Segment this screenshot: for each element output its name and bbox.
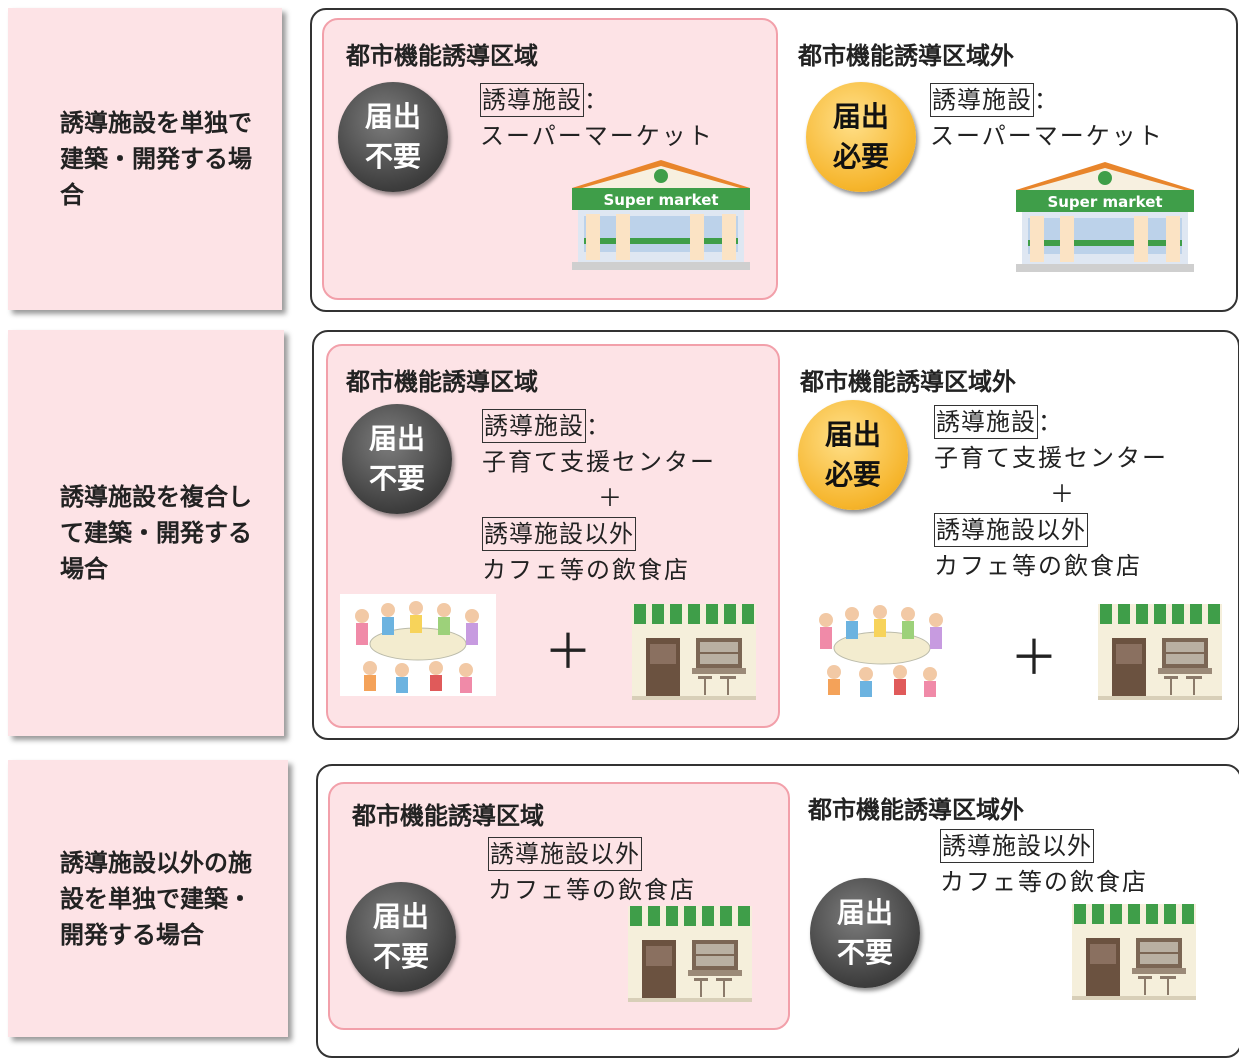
cafe-illustration xyxy=(628,906,752,1002)
row2-inside-text: 誘導施設： 子育て支援センター ＋ 誘導施設以外 カフェ等の飲食店 xyxy=(482,408,716,588)
row3-inside-badge: 届出不要 xyxy=(346,882,456,992)
facility-name: カフェ等の飲食店 xyxy=(488,876,696,904)
facility-name: 子育て支援センター xyxy=(934,444,1168,472)
non-facility-label: 誘導施設以外 xyxy=(482,517,636,551)
supermarket-illustration: Super market xyxy=(572,160,750,270)
facility-name: カフェ等の飲食店 xyxy=(934,552,1142,580)
row1-inside-text: 誘導施設： スーパーマーケット xyxy=(480,82,714,154)
facility-name: 子育て支援センター xyxy=(482,448,716,476)
row1-inside-badge: 届出不要 xyxy=(338,82,448,192)
row3-label: 誘導施設以外の施設を単独で建築・開発する場合 xyxy=(60,848,252,949)
facility-name: カフェ等の飲食店 xyxy=(482,556,690,584)
row2-outside-text: 誘導施設： 子育て支援センター ＋ 誘導施設以外 カフェ等の飲食店 xyxy=(934,404,1168,584)
row3-label-box: 誘導施設以外の施設を単独で建築・開発する場合 xyxy=(8,760,288,1037)
row2-outside-zone-title: 都市機能誘導区域外 xyxy=(800,368,1016,396)
facility-type-label: 誘導施設 xyxy=(930,83,1034,117)
svg-text:Super market: Super market xyxy=(603,191,718,209)
plus-sign: ＋ xyxy=(598,484,624,512)
non-facility-label: 誘導施設以外 xyxy=(940,829,1094,863)
plus-sign: ＋ xyxy=(1050,480,1076,508)
row1-outside-text: 誘導施設： スーパーマーケット xyxy=(930,82,1164,154)
row1-label-box: 誘導施設を単独で建築・開発する場合 xyxy=(8,8,282,310)
svg-text:Super market: Super market xyxy=(1047,193,1162,211)
non-facility-label: 誘導施設以外 xyxy=(934,513,1088,547)
facility-name: スーパーマーケット xyxy=(930,122,1164,150)
combine-plus: ＋ xyxy=(1010,630,1059,686)
facility-type-label: 誘導施設 xyxy=(934,405,1038,439)
combine-plus: ＋ xyxy=(544,624,593,680)
row1-outside-zone-title: 都市機能誘導区域外 xyxy=(798,42,1014,70)
row2-label-box: 誘導施設を複合して建築・開発する場合 xyxy=(8,330,284,736)
facility-type-label: 誘導施設 xyxy=(480,83,584,117)
cafe-illustration xyxy=(1098,604,1222,700)
row2-inside-badge: 届出不要 xyxy=(342,404,452,514)
row3-outside-text: 誘導施設以外 カフェ等の飲食店 xyxy=(940,828,1148,900)
row1-outside-badge: 届出必要 xyxy=(806,82,916,192)
non-facility-label: 誘導施設以外 xyxy=(488,837,642,871)
childcare-illustration xyxy=(340,594,496,696)
row2-inside-zone-title: 都市機能誘導区域 xyxy=(346,368,538,396)
facility-name: カフェ等の飲食店 xyxy=(940,868,1148,896)
facility-type-label: 誘導施設 xyxy=(482,409,586,443)
row2-outside-badge: 届出必要 xyxy=(798,400,908,510)
row1-label: 誘導施設を単独で建築・開発する場合 xyxy=(60,109,252,209)
row3-inside-text: 誘導施設以外 カフェ等の飲食店 xyxy=(488,836,696,908)
row3-outside-zone-title: 都市機能誘導区域外 xyxy=(808,796,1024,824)
row2-label: 誘導施設を複合して建築・開発する場合 xyxy=(60,483,252,583)
row3-inside-zone-title: 都市機能誘導区域 xyxy=(352,802,544,830)
cafe-illustration xyxy=(632,604,756,700)
cafe-illustration xyxy=(1072,904,1196,1000)
row3-outside-badge: 届出不要 xyxy=(810,878,920,988)
facility-name: スーパーマーケット xyxy=(480,122,714,150)
row1-inside-zone-title: 都市機能誘導区域 xyxy=(346,42,538,70)
supermarket-illustration: Super market xyxy=(1016,162,1194,272)
childcare-illustration xyxy=(804,598,960,700)
